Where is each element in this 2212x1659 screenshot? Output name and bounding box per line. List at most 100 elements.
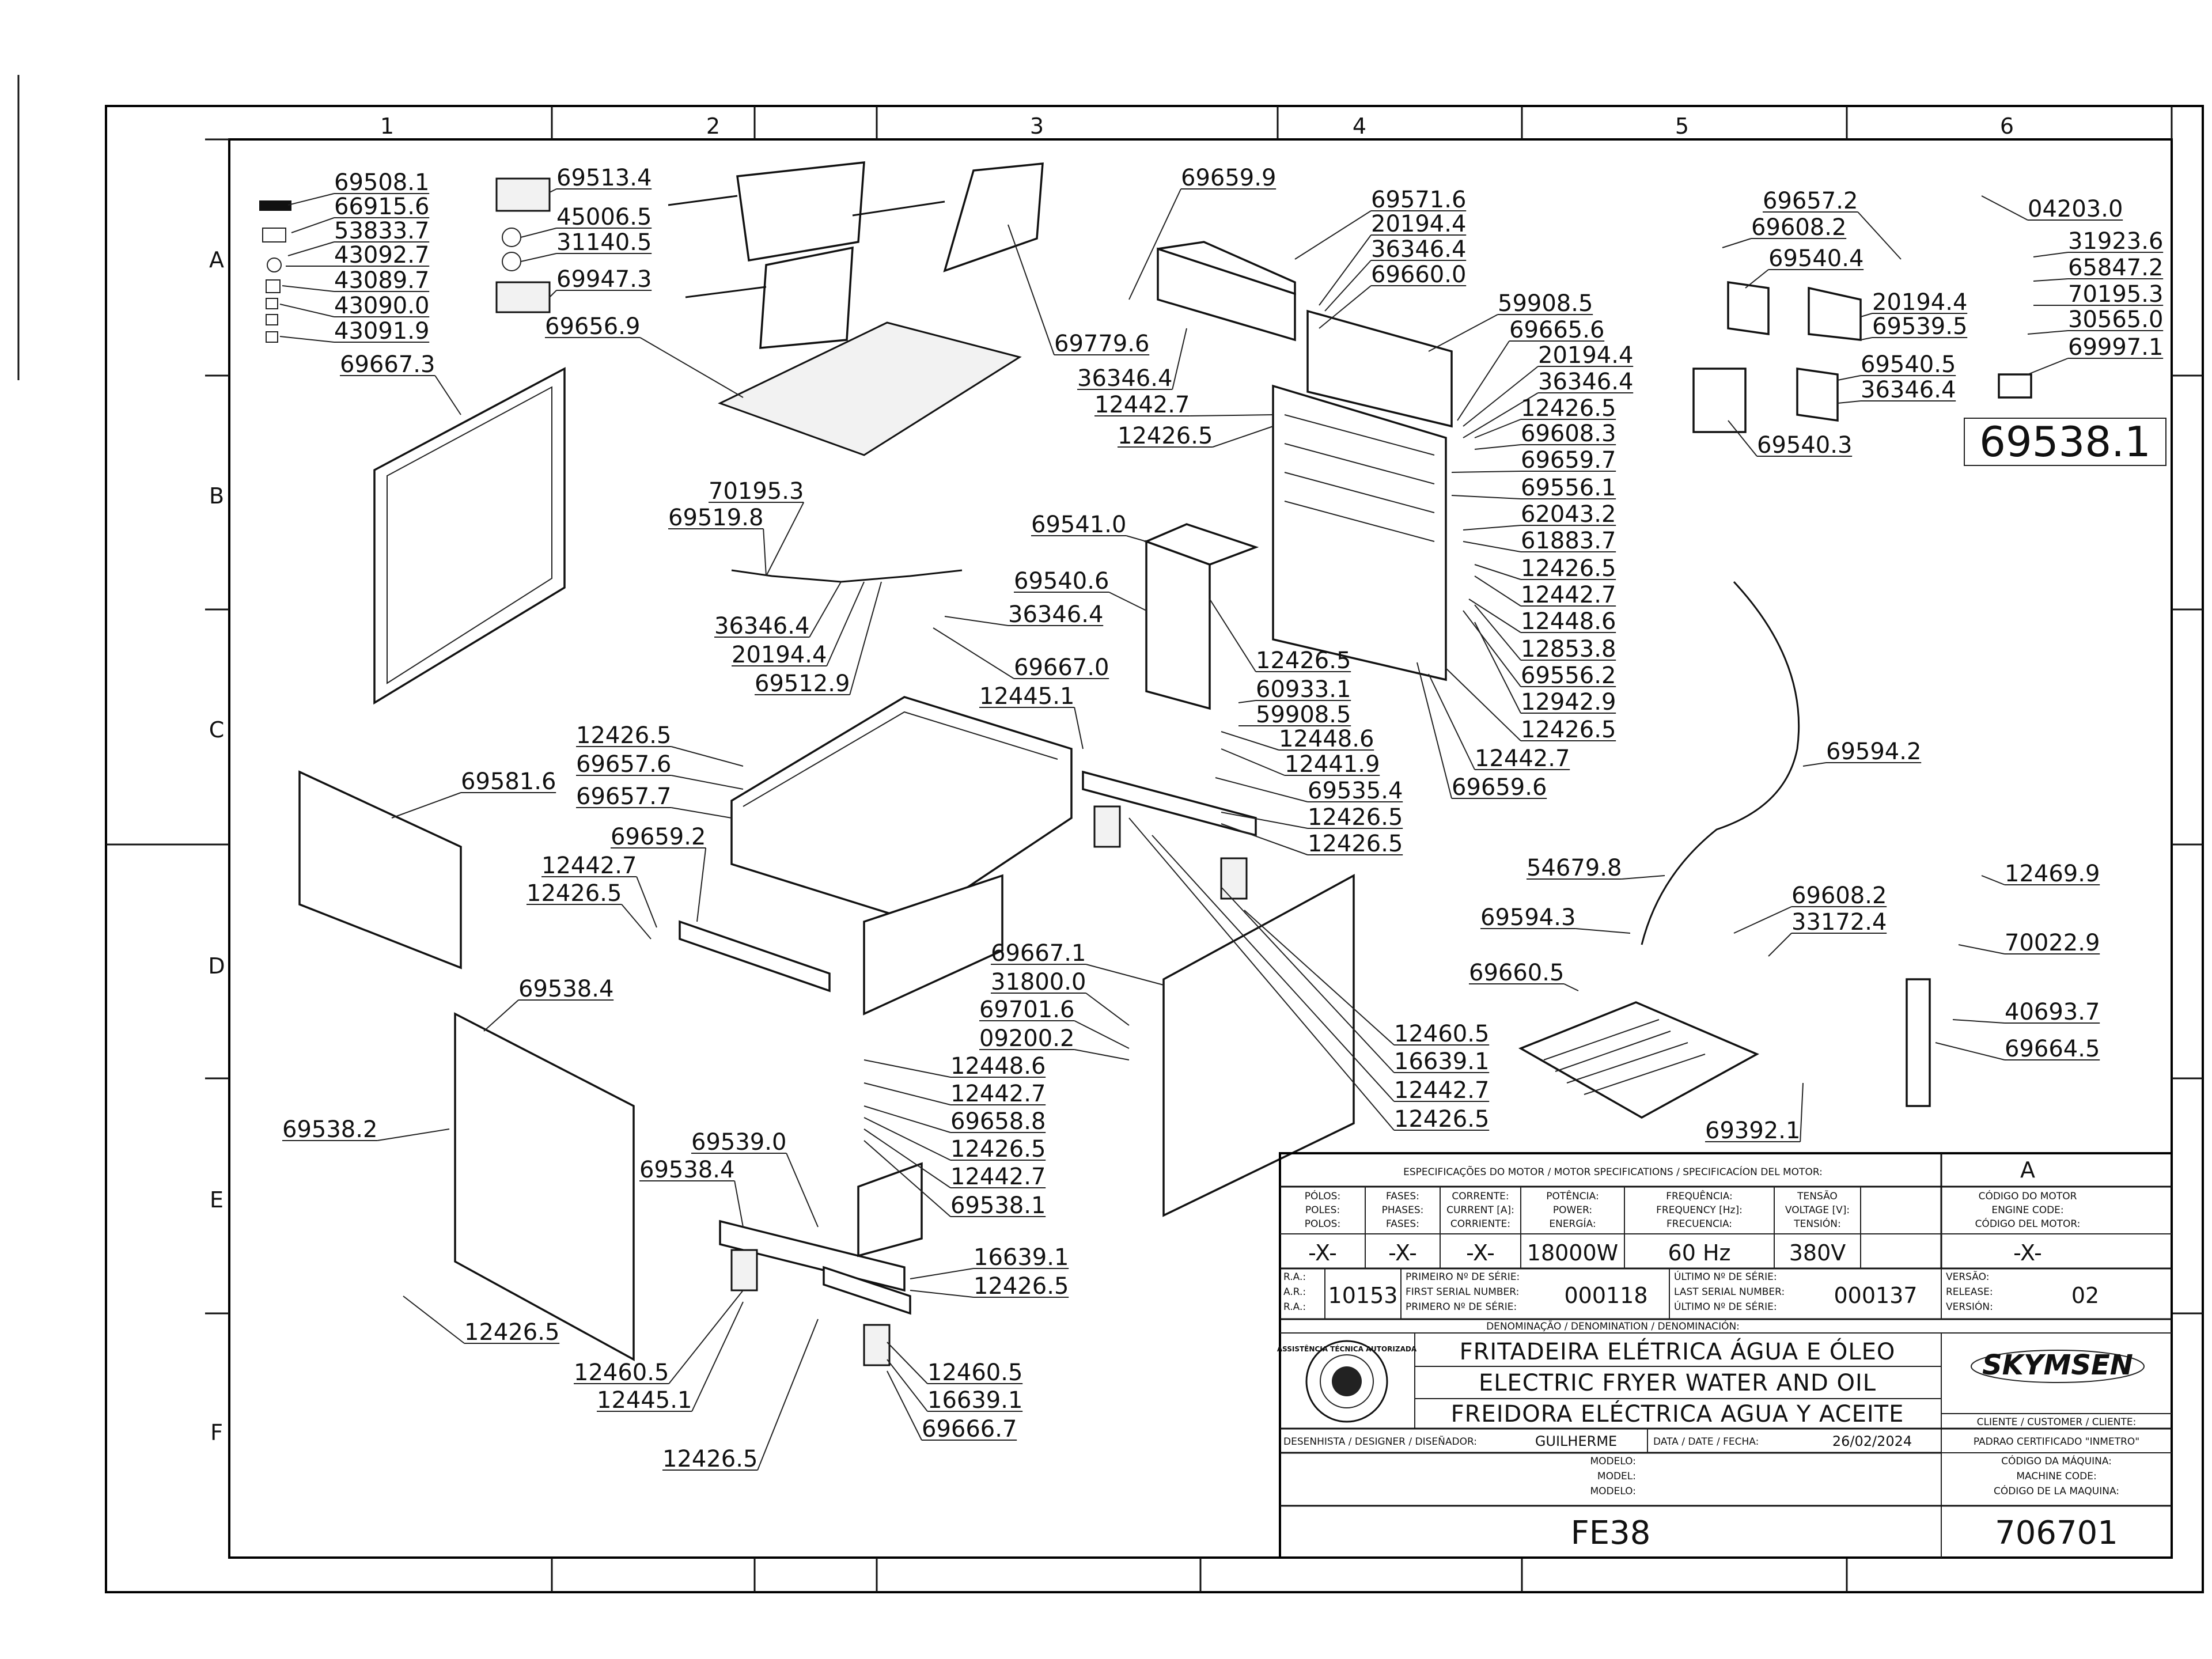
callout-label-69541-0: 69541.0 [1031, 512, 1126, 538]
poles-label-2: POLES: [1305, 1205, 1340, 1216]
callout-leader-line [786, 1153, 819, 1228]
callout-label-69538-4: 69538.4 [518, 976, 613, 1002]
callout-label-69947-3: 69947.3 [556, 266, 652, 293]
callout-label-12442-7: 12442.7 [1094, 392, 1190, 418]
model-value: FE38 [1571, 1514, 1651, 1552]
grid-col-5: 5 [1675, 113, 1689, 139]
callout-label-69659-2: 69659.2 [611, 824, 706, 850]
electronic-module-inset [1692, 281, 2032, 433]
ra-label-1: R.A.: [1283, 1271, 1306, 1283]
callout-leader-line [863, 1105, 951, 1133]
callout-label-69779-6: 69779.6 [1054, 331, 1149, 357]
callout-label-45006-5: 45006.5 [556, 204, 652, 230]
grid-col-4: 4 [1353, 113, 1366, 139]
callout-leader-line [287, 193, 335, 206]
callout-label-12426-5: 12426.5 [974, 1273, 1069, 1300]
voltage-label-2: VOLTAGE [V]: [1785, 1205, 1850, 1216]
callout-label-12426-5: 12426.5 [1394, 1106, 1489, 1132]
callout-label-69659-6: 69659.6 [1452, 774, 1547, 801]
brand-name: SKYMSEN [1982, 1349, 2133, 1381]
callout-leader-line [1728, 420, 1758, 457]
callout-leader-line [1860, 337, 1873, 340]
product-title-pt: FRITADEIRA ELÉTRICA ÁGUA E ÓLEO [1460, 1338, 1896, 1365]
callout-label-12426-5: 12426.5 [1118, 423, 1213, 449]
product-title-en: ELECTRIC FRYER WATER AND OIL [1479, 1370, 1876, 1396]
revision-letter: A [2020, 1157, 2035, 1183]
base-plate [719, 1219, 911, 1315]
callout-leader-line [1074, 1020, 1130, 1049]
callout-label-09200-2: 09200.2 [979, 1025, 1074, 1052]
grid-column-labels: 1 2 3 4 5 6 [380, 113, 2014, 139]
right-side-panel [1162, 874, 1355, 1217]
callout-leader-line [671, 746, 744, 767]
callout-leader-line [2033, 252, 2069, 257]
callout-label-12469-9: 12469.9 [2005, 861, 2100, 887]
callout-label-12442-7: 12442.7 [541, 853, 637, 879]
vertical-tube [1906, 978, 1931, 1107]
callout-label-20194-4: 20194.4 [1872, 289, 1967, 316]
callout-leader-line [1463, 525, 1521, 531]
first-serial-label-3: PRIMERO Nº DE SÉRIE: [1406, 1300, 1517, 1313]
phases-label-1: FASES: [1386, 1191, 1419, 1202]
callout-label-43092-7: 43092.7 [334, 242, 429, 268]
callout-label-43089-7: 43089.7 [334, 267, 429, 294]
callout-leader-line [1428, 673, 1475, 770]
callout-leader-line [1622, 875, 1665, 880]
callout-label-12426-5: 12426.5 [1308, 804, 1403, 831]
first-serial-value: 000118 [1564, 1283, 1647, 1308]
round-label-icon-1 [502, 228, 521, 247]
engine-code-label-2: ENGINE CODE: [1991, 1205, 2063, 1216]
callout-leader-line [668, 1290, 744, 1384]
callout-label-04203-0: 04203.0 [2028, 196, 2123, 222]
callout-leader-line [1981, 195, 2028, 221]
callout-label-12442-7: 12442.7 [1394, 1077, 1489, 1104]
callout-labels: 69508.166915.653833.743092.743089.743090… [282, 165, 2163, 1472]
base-bracket [1082, 770, 1257, 837]
client-value: PADRAO CERTIFICADO "INMETRO" [1974, 1436, 2139, 1448]
phases-label-3: FASES: [1386, 1218, 1419, 1230]
callout-leader-line [377, 1128, 450, 1141]
callout-label-69701-6: 69701.6 [979, 997, 1074, 1023]
callout-label-36346-4: 36346.4 [714, 613, 809, 639]
callout-leader-line [621, 904, 652, 940]
callout-leader-line [391, 792, 461, 819]
callout-label-12460-5: 12460.5 [927, 1359, 1022, 1386]
date-label: DATA / DATE / FECHA: [1653, 1436, 1759, 1448]
callout-label-36346-4: 36346.4 [1861, 377, 1956, 403]
oil-tank [730, 696, 1073, 1016]
callout-label-12442-7: 12442.7 [950, 1081, 1046, 1107]
callout-label-66915-6: 66915.6 [334, 194, 429, 220]
callout-label-69657-2: 69657.2 [1763, 188, 1858, 214]
motor-control-box [857, 1162, 923, 1257]
callout-leader-line [1244, 910, 1395, 1046]
callout-leader-line [1074, 707, 1084, 749]
version-label-3: VERSIÓN: [1946, 1300, 1993, 1313]
callout-label-12426-5: 12426.5 [950, 1136, 1046, 1162]
callout-label-12442-7: 12442.7 [1475, 745, 1570, 772]
power-label-3: ENERGÍA: [1549, 1217, 1596, 1230]
callout-leader-line [1474, 575, 1521, 607]
machine-code-value: 706701 [1995, 1514, 2118, 1552]
callout-label-69539-0: 69539.0 [691, 1129, 786, 1156]
designer-value: GUILHERME [1535, 1433, 1617, 1449]
current-label-1: CORRENTE: [1452, 1191, 1509, 1202]
machine-code-label-1: CÓDIGO DA MÁQUINA: [2001, 1455, 2112, 1467]
callout-leader-line [1126, 535, 1147, 542]
callout-label-12426-5: 12426.5 [1521, 395, 1616, 422]
denomination-header: DENOMINAÇÃO / DENOMINATION / DENOMINACIÓ… [1486, 1320, 1740, 1332]
callout-leader-line [1800, 1082, 1804, 1142]
callout-label-40693-7: 40693.7 [2005, 999, 2100, 1025]
callout-leader-line [1733, 906, 1792, 934]
callout-label-69667-3: 69667.3 [340, 351, 435, 378]
callout-label-69556-1: 69556.1 [1521, 475, 1616, 501]
authorized-service-seal: ASSISTÊNCIA TÉCNICA AUTORIZADA [1277, 1340, 1417, 1423]
callout-label-70195-3: 70195.3 [709, 478, 804, 505]
fry-baskets [668, 161, 1044, 349]
callout-leader-line [863, 1059, 951, 1078]
callout-label-12853-8: 12853.8 [1521, 636, 1616, 662]
callout-label-12426-5: 12426.5 [527, 880, 622, 907]
callout-leader-line [809, 581, 842, 638]
callout-label-69539-5: 69539.5 [1872, 313, 1967, 340]
grid-row-labels: A B C D E F [208, 247, 225, 1445]
callout-label-31800-0: 31800.0 [991, 969, 1086, 995]
